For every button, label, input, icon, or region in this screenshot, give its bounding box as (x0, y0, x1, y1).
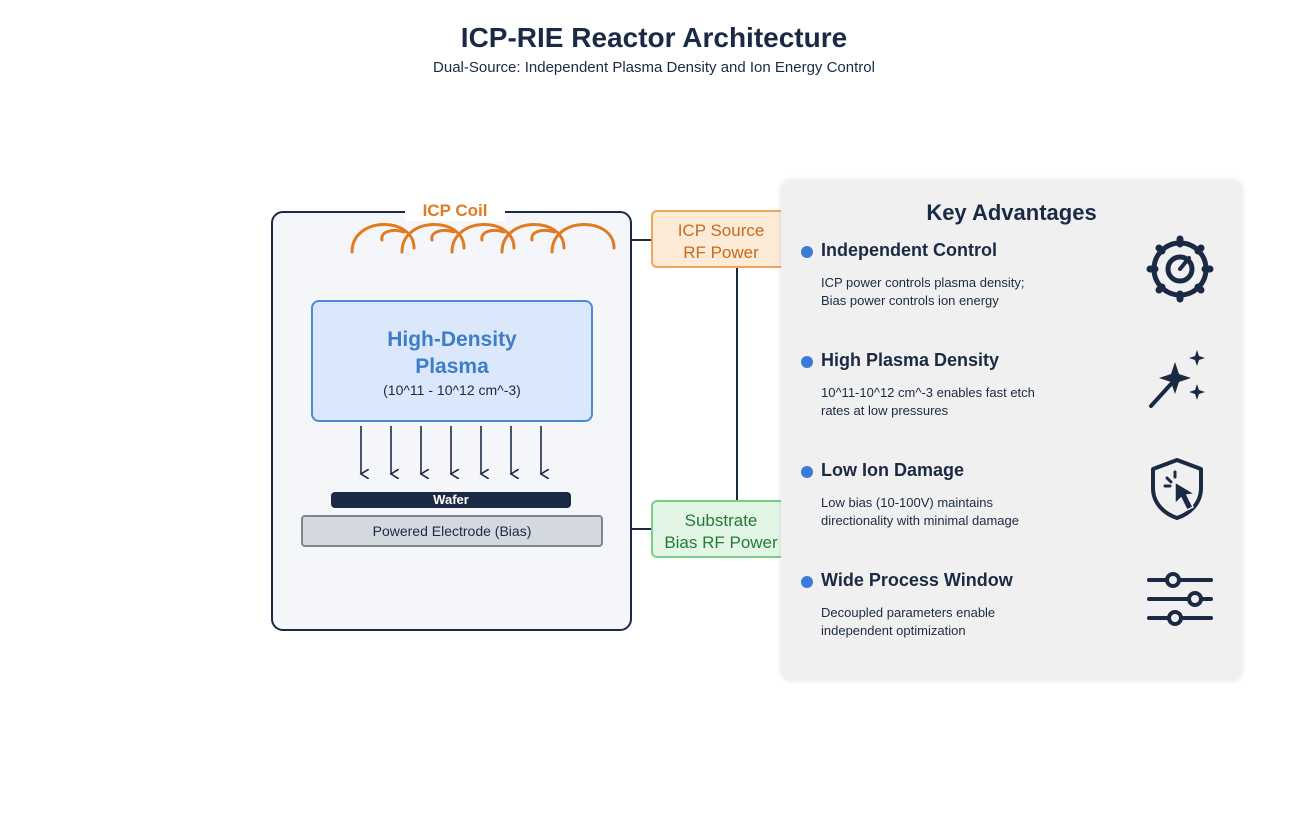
page-subtitle: Dual-Source: Independent Plasma Density … (433, 59, 875, 76)
plasma-title: High-Density Plasma (313, 326, 591, 380)
advantage-title: Wide Process Window (821, 570, 1013, 590)
advantage-desc-line2: rates at low pressures (821, 403, 949, 418)
icp-source-line2: RF Power (683, 243, 759, 262)
coil-loop (450, 223, 516, 254)
icp-coil-label: ICP Coil (405, 201, 505, 221)
icp-source-box: ICP Source RF Power (651, 210, 791, 268)
wafer: Wafer (331, 492, 571, 508)
advantage-desc: Low bias (10-100V) maintains directional… (821, 494, 1081, 530)
page-title: ICP-RIE Reactor Architecture (460, 22, 848, 53)
advantage-desc-line1: 10^11-10^12 cm^-3 enables fast etch (821, 385, 1035, 400)
advantage-desc-line1: ICP power controls plasma density; (821, 275, 1025, 290)
bias-source-line2: Bias RF Power (664, 533, 778, 552)
plasma-title-line1: High-Density (387, 328, 517, 351)
plasma-title-line2: Plasma (415, 355, 489, 378)
bullet-dot (801, 466, 813, 478)
advantage-desc-line1: Low bias (10-100V) maintains (821, 495, 993, 510)
bias-source-box: Substrate Bias RF Power (651, 500, 791, 558)
advantage-title: Low Ion Damage (821, 460, 965, 480)
advantage-desc-line2: directionality with minimal damage (821, 513, 1019, 528)
advantage-desc: Decoupled parameters enable independent … (821, 604, 1081, 640)
powered-electrode: Powered Electrode (Bias) (301, 515, 603, 547)
advantage-title: High Plasma Density (821, 350, 1000, 370)
coil-loop (550, 223, 616, 254)
bullet-dot (801, 576, 813, 588)
advantage-desc: 10^11-10^12 cm^-3 enables fast etch rate… (821, 384, 1081, 420)
panel-title: Key Advantages (926, 200, 1097, 225)
advantage-desc-line2: Bias power controls ion energy (821, 293, 999, 308)
gear-gauge-icon (1146, 235, 1214, 303)
bullet-dot (801, 246, 813, 258)
key-advantages-panel: Key Advantages Independent Control ICP p… (781, 180, 1242, 680)
sparkle-star-icon (1149, 350, 1205, 408)
coil-loop (400, 223, 466, 254)
plasma-density-label: (10^11 - 10^12 cm^-3) (383, 382, 521, 398)
sliders-icon (1147, 572, 1213, 626)
advantage-desc: ICP power controls plasma density; Bias … (821, 274, 1081, 310)
bias-source-line1: Substrate (684, 511, 758, 530)
shield-cursor-icon (1151, 458, 1203, 520)
advantage-desc-line1: Decoupled parameters enable (821, 605, 996, 620)
advantage-desc-line2: independent optimization (821, 623, 966, 638)
plasma-region: High-Density Plasma (10^11 - 10^12 cm^-3… (311, 300, 593, 422)
coil-loop (500, 223, 566, 254)
icp-source-line1: ICP Source (677, 221, 765, 240)
coil-loop (350, 223, 416, 254)
bullet-dot (801, 356, 813, 368)
advantage-title: Independent Control (821, 240, 997, 260)
